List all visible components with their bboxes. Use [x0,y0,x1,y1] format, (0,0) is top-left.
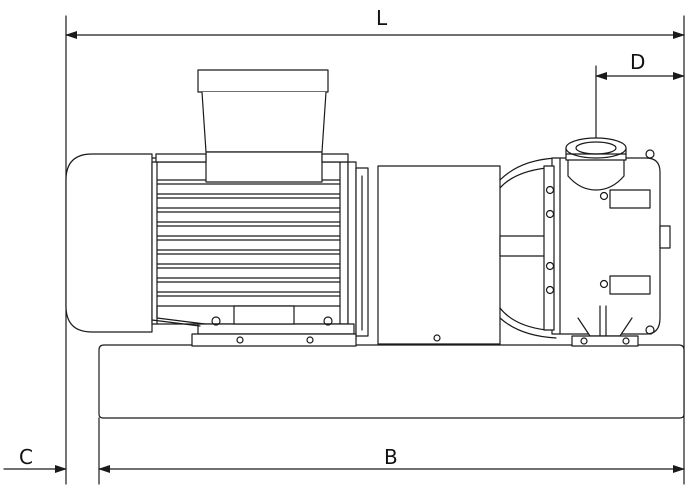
motor-flange [348,162,368,340]
pump-housing [544,150,670,334]
motor-feet [152,306,356,346]
outlet-port [566,138,626,190]
motor-body [152,162,348,324]
terminal-box [152,70,348,182]
dimension-label-B: B [384,445,398,469]
dimension-lines [4,31,685,473]
adapter-block [378,166,500,344]
dimension-label-D: D [630,50,646,74]
base-plate [99,345,684,418]
dimension-label-C: C [19,445,33,469]
pump-foot [572,306,638,346]
lantern [500,158,556,338]
motor-fan-cover [66,154,152,332]
dimension-label-L: L [376,6,388,30]
cooling-fins [157,180,340,296]
